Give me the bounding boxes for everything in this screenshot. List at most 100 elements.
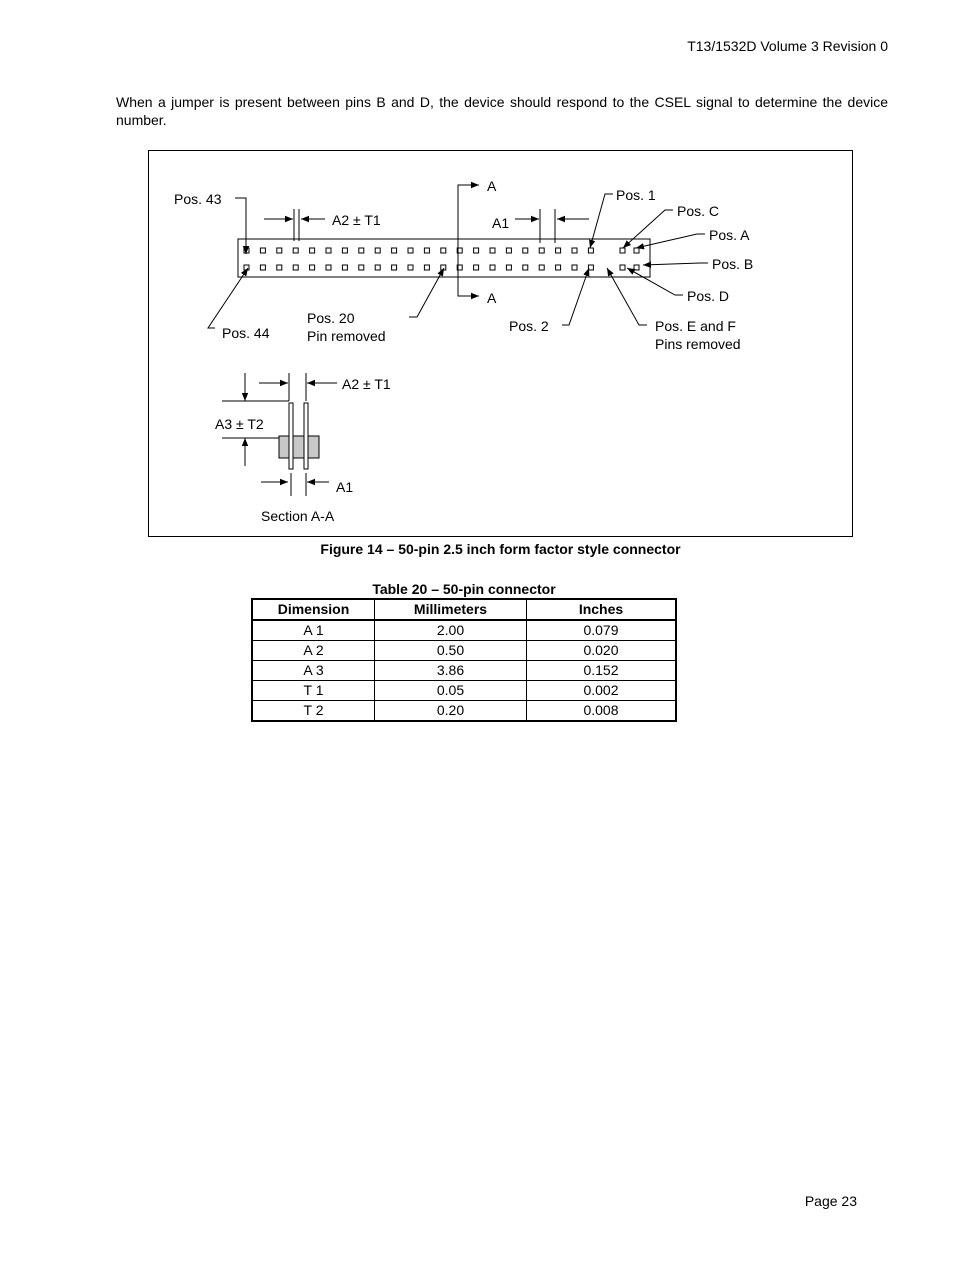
header-inches: Inches — [526, 598, 677, 621]
connector-pin — [259, 247, 266, 254]
cell-inches: 0.002 — [526, 680, 677, 701]
section-cut-top — [457, 181, 479, 233]
connector-pin — [571, 264, 578, 271]
cell-dimension: A 1 — [251, 619, 375, 641]
connector-pin — [325, 264, 332, 271]
intro-paragraph: When a jumper is present between pins B … — [116, 94, 888, 128]
table-header-row: Dimension Millimeters Inches — [251, 598, 677, 621]
connector-pin — [292, 264, 299, 271]
connector-pin — [522, 247, 529, 254]
connector-pin — [309, 264, 316, 271]
cell-inches: 0.079 — [526, 619, 677, 641]
label-pos20: Pos. 20 — [307, 310, 355, 326]
document-id-header: T13/1532D Volume 3 Revision 0 — [687, 38, 888, 54]
connector-pin — [489, 264, 496, 271]
connector-pin — [505, 247, 512, 254]
label-pos43: Pos. 43 — [174, 191, 222, 207]
label-pins-removed: Pins removed — [655, 336, 741, 352]
connector-pin — [587, 264, 594, 271]
cell-dimension: A 2 — [251, 640, 375, 661]
connector-figure: A A Pos. 43 A2 ± T1 A1 Pos. 1 Pos. C Pos… — [148, 150, 853, 537]
connector-pin — [407, 247, 414, 254]
connector-pin — [341, 264, 348, 271]
label-a2t1-top: A2 ± T1 — [332, 212, 381, 228]
connector-pin — [276, 247, 283, 254]
label-pos1: Pos. 1 — [616, 187, 656, 203]
cell-inches: 0.152 — [526, 660, 677, 681]
connector-pin — [341, 247, 348, 254]
connector-pin — [489, 247, 496, 254]
cell-inches: 0.008 — [526, 700, 677, 722]
connector-pin — [259, 264, 266, 271]
connector-pin — [309, 247, 316, 254]
jumper-pin — [633, 247, 640, 254]
connector-pin — [423, 247, 430, 254]
label-section-a-bottom: A — [487, 290, 497, 306]
section-housing — [278, 435, 320, 459]
table-row: A 1 2.00 0.079 — [251, 619, 677, 641]
connector-pin — [456, 247, 463, 254]
connector-pin — [423, 264, 430, 271]
pin-grid — [243, 247, 640, 271]
label-a3t2: A3 ± T2 — [215, 416, 264, 432]
label-a1-top: A1 — [492, 215, 509, 231]
section-pin-1 — [288, 402, 294, 470]
connector-pin — [456, 264, 463, 271]
cell-millimeters: 0.05 — [374, 680, 527, 701]
cell-millimeters: 0.20 — [374, 700, 527, 722]
table-row: T 2 0.20 0.008 — [251, 700, 677, 722]
label-posD: Pos. D — [687, 288, 729, 304]
connector-pin — [555, 264, 562, 271]
jumper-pin — [619, 264, 626, 271]
connector-pin — [555, 247, 562, 254]
connector-diagram: A A Pos. 43 A2 ± T1 A1 Pos. 1 Pos. C Pos… — [174, 178, 753, 524]
cell-dimension: T 2 — [251, 700, 375, 722]
cell-dimension: A 3 — [251, 660, 375, 681]
label-pos44: Pos. 44 — [222, 325, 270, 341]
connector-pin — [505, 264, 512, 271]
connector-pin — [538, 264, 545, 271]
table-row: A 2 0.50 0.020 — [251, 640, 677, 661]
cell-millimeters: 0.50 — [374, 640, 527, 661]
label-a2t1-section: A2 ± T1 — [342, 376, 391, 392]
dimensions-table: Dimension Millimeters Inches A 1 2.00 0.… — [251, 598, 677, 722]
connector-pin — [407, 264, 414, 271]
label-posB: Pos. B — [712, 256, 753, 272]
connector-pin — [587, 247, 594, 254]
connector-pin — [522, 264, 529, 271]
cell-inches: 0.020 — [526, 640, 677, 661]
connector-pin — [473, 247, 480, 254]
connector-pin — [358, 247, 365, 254]
table-caption: Table 20 – 50-pin connector — [372, 581, 556, 597]
connector-pin — [538, 247, 545, 254]
label-pin-removed: Pin removed — [307, 328, 386, 344]
label-a1-section: A1 — [336, 479, 353, 495]
cell-dimension: T 1 — [251, 680, 375, 701]
connector-pin — [276, 264, 283, 271]
connector-pin — [292, 247, 299, 254]
header-millimeters: Millimeters — [374, 598, 527, 621]
jumper-pin — [633, 264, 640, 271]
connector-pin — [374, 264, 381, 271]
label-posEF: Pos. E and F — [655, 318, 736, 334]
label-section-a-top: A — [487, 178, 497, 194]
cell-millimeters: 2.00 — [374, 619, 527, 641]
page-number: Page 23 — [804, 1193, 857, 1209]
header-dimension: Dimension — [251, 598, 375, 621]
connector-pin — [243, 264, 250, 271]
connector-pin — [391, 247, 398, 254]
jumper-pin — [619, 247, 626, 254]
connector-pin — [391, 264, 398, 271]
connector-pin — [440, 247, 447, 254]
cell-millimeters: 3.86 — [374, 660, 527, 681]
connector-pin — [358, 264, 365, 271]
connector-pin — [325, 247, 332, 254]
label-pos2: Pos. 2 — [509, 318, 549, 334]
label-section-title: Section A-A — [261, 508, 335, 524]
figure-caption: Figure 14 – 50-pin 2.5 inch form factor … — [320, 541, 681, 557]
connector-pin — [374, 247, 381, 254]
connector-pin — [571, 247, 578, 254]
section-pin-2 — [303, 402, 309, 470]
connector-body — [237, 238, 651, 278]
label-posC: Pos. C — [677, 203, 719, 219]
